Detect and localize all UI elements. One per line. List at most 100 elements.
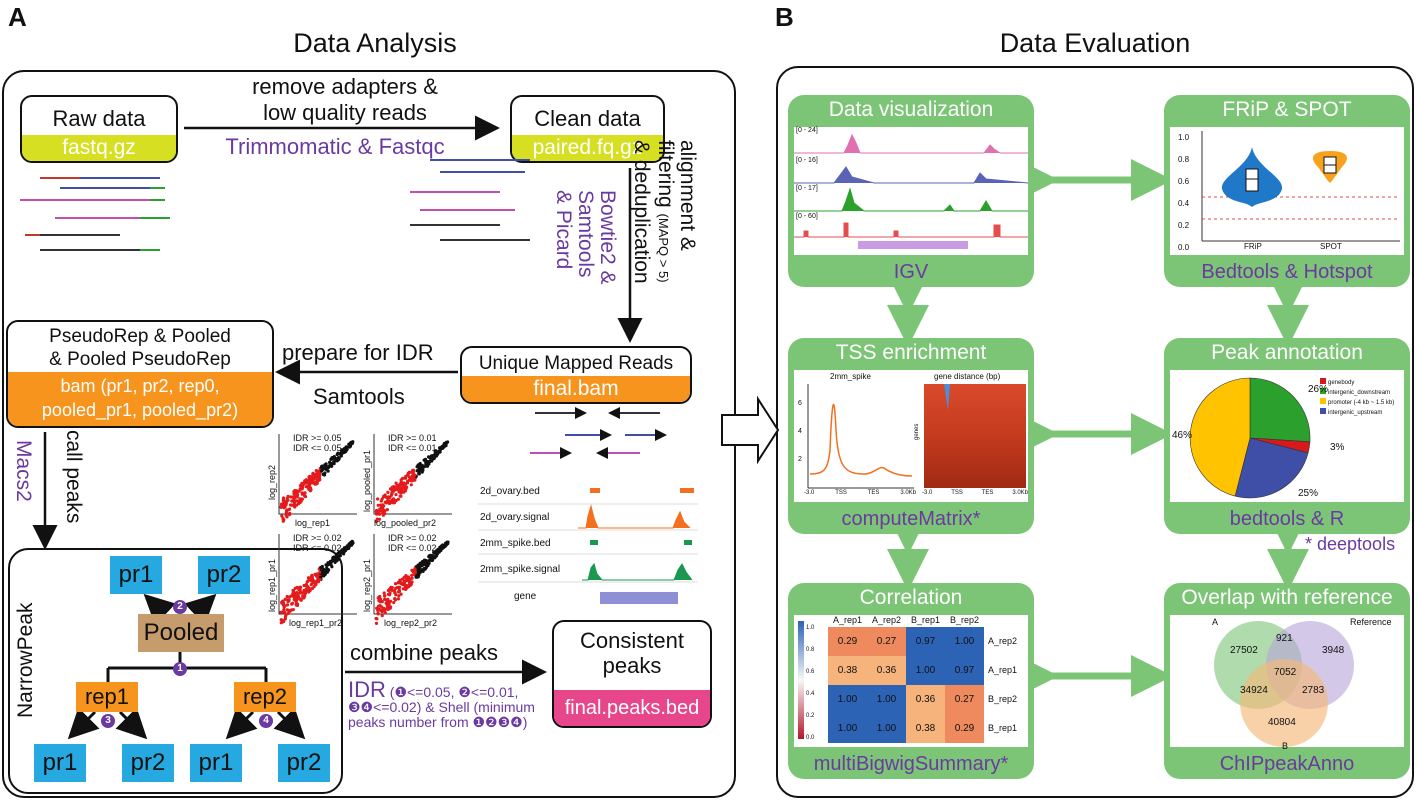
corr-col-4: B_rep2 <box>949 615 980 625</box>
pseudorep-line2: & Pooled PseudoRep <box>49 349 231 370</box>
scatter-point <box>279 505 283 509</box>
narrowpeak-label: NarrowPeak <box>14 602 37 718</box>
scatter-point <box>280 514 284 518</box>
unique-mapped-title: Unique Mapped Reads <box>478 353 674 374</box>
scatter-point <box>329 464 333 468</box>
venn-label-b: B <box>1282 741 1289 751</box>
scatter-point <box>280 601 284 605</box>
scatter-point <box>347 542 351 546</box>
trim-step-label: remove adapters & low quality reads <box>190 74 500 126</box>
scatter-point <box>420 466 424 470</box>
idr-word: IDR <box>348 677 386 702</box>
scatter-point <box>409 483 413 487</box>
scatter-point <box>394 593 398 597</box>
pie-pct-46: 46% <box>1172 430 1193 441</box>
tss-plot1-title: 2mm_spike <box>830 372 871 381</box>
scatter-point <box>427 455 431 459</box>
align-tool2: Samtools <box>574 190 597 278</box>
pseudorep-file-line1: bam (pr1, pr2, rep0, <box>60 376 220 396</box>
corr-scale-6: 0.0 <box>806 735 815 741</box>
scatter-point <box>290 602 294 606</box>
tss-plot2-ylabel: genes <box>914 423 920 440</box>
scatter-point <box>335 556 339 560</box>
scatter-2-leg1: IDR >= 0.01 <box>388 433 437 443</box>
correlation-cell: 1.00 <box>867 685 906 714</box>
scatter-point <box>291 591 295 595</box>
pie-pct-25: 25% <box>1298 488 1319 499</box>
correlation-cell: 0.27 <box>867 627 906 656</box>
corr-row-4: B_rep1 <box>988 723 1018 733</box>
scatter-3-ylabel: log_rep1_pr1 <box>267 558 277 612</box>
overlap-panel: Overlap with reference A Reference B 275… <box>1164 583 1410 779</box>
track-label-5: gene <box>514 591 537 602</box>
panel-connector-arrow <box>721 395 780 465</box>
scatter-point <box>295 603 299 607</box>
correlation-colorbar <box>798 621 804 739</box>
scatter-point <box>404 587 408 591</box>
data-visualization-panel: Data visualization [0 - 24] [0 - 16] [0 … <box>788 95 1034 287</box>
scatter-point <box>398 578 402 582</box>
scatter-point <box>292 595 296 599</box>
correlation-panel: Correlation 1.0 0.8 0.6 0.4 0.2 0.0 A_re… <box>788 583 1034 779</box>
scatter-point <box>423 567 427 571</box>
node-rep1-pr1: pr1 <box>34 744 86 782</box>
tss-enrichment-title: TSS enrichment <box>835 341 987 364</box>
deeptools-note: * deeptools <box>1305 534 1396 554</box>
scatter-point <box>290 503 294 507</box>
idr-rest2: ❸❹<=0.02) & Shell (minimum <box>348 699 535 715</box>
scatter-point <box>313 572 317 576</box>
scatter-plot-3 <box>278 534 357 625</box>
scatter-point <box>417 471 421 476</box>
scatter-point <box>397 490 401 494</box>
scatter-point <box>328 460 332 464</box>
scatter-point <box>303 491 307 495</box>
scatter-plot-4 <box>373 534 452 625</box>
scatter-point <box>316 580 320 584</box>
node-rep1-pr2: pr2 <box>122 744 174 782</box>
frip-ytick-1: 1.0 <box>1178 133 1190 142</box>
consistent-peaks-box: Consistent peaks final.peaks.bed <box>552 620 712 728</box>
scatter-point <box>437 549 441 553</box>
pie-legend-label-3: promoter (-4 kb ~ 1.5 kb) <box>1328 400 1395 406</box>
scatter-point <box>285 595 289 599</box>
scatter-point <box>424 563 428 567</box>
tss-enrichment-panel: TSS enrichment 2mm_spike gene distance (… <box>788 338 1034 534</box>
scatter-point <box>288 507 292 511</box>
scatter-point <box>434 454 439 458</box>
track-label-2: 2d_ovary.signal <box>480 512 550 523</box>
scatter-point <box>305 580 309 584</box>
scatter-point <box>386 588 390 593</box>
scatter-point <box>424 459 428 463</box>
scatter-4-ylabel: log_rep2_pr1 <box>362 558 372 612</box>
scatter-point <box>386 607 390 611</box>
scatter-point <box>427 560 431 564</box>
igv-track-scale-3: [0 - 17] <box>796 185 818 192</box>
scatter-point <box>404 476 408 480</box>
consistent-line2: peaks <box>602 653 662 678</box>
scatter-point <box>326 469 330 473</box>
scatter-point <box>283 610 287 615</box>
igv-track-scale-1: [0 - 24] <box>796 127 818 134</box>
scatter-point <box>433 555 437 559</box>
scatter-point <box>293 505 297 509</box>
scatter-point <box>394 586 398 590</box>
trim-tool-label: Trimmomatic & Fastqc <box>225 134 445 159</box>
scatter-point <box>347 442 351 446</box>
scatter-point <box>392 600 396 605</box>
scatter-point <box>297 595 301 599</box>
scatter-point <box>281 498 285 502</box>
overlap-tool-label: ChIPpeakAnno <box>1219 753 1355 775</box>
node-rep2-pr2: pr2 <box>278 744 330 782</box>
scatter-point <box>413 478 417 482</box>
frip-ytick-4: 0.4 <box>1178 199 1190 208</box>
consistent-line1: Consistent <box>580 628 684 653</box>
correlation-title: Correlation <box>859 586 963 609</box>
scatter-point <box>386 597 390 601</box>
scatter-point <box>402 486 406 490</box>
scatter-point <box>374 509 378 514</box>
frip-ytick-2: 0.8 <box>1178 155 1190 164</box>
scatter-point <box>306 479 310 483</box>
scatter-point <box>390 491 394 495</box>
overlap-title: Overlap with reference <box>1181 586 1393 609</box>
badge-3: 3 <box>101 714 115 728</box>
